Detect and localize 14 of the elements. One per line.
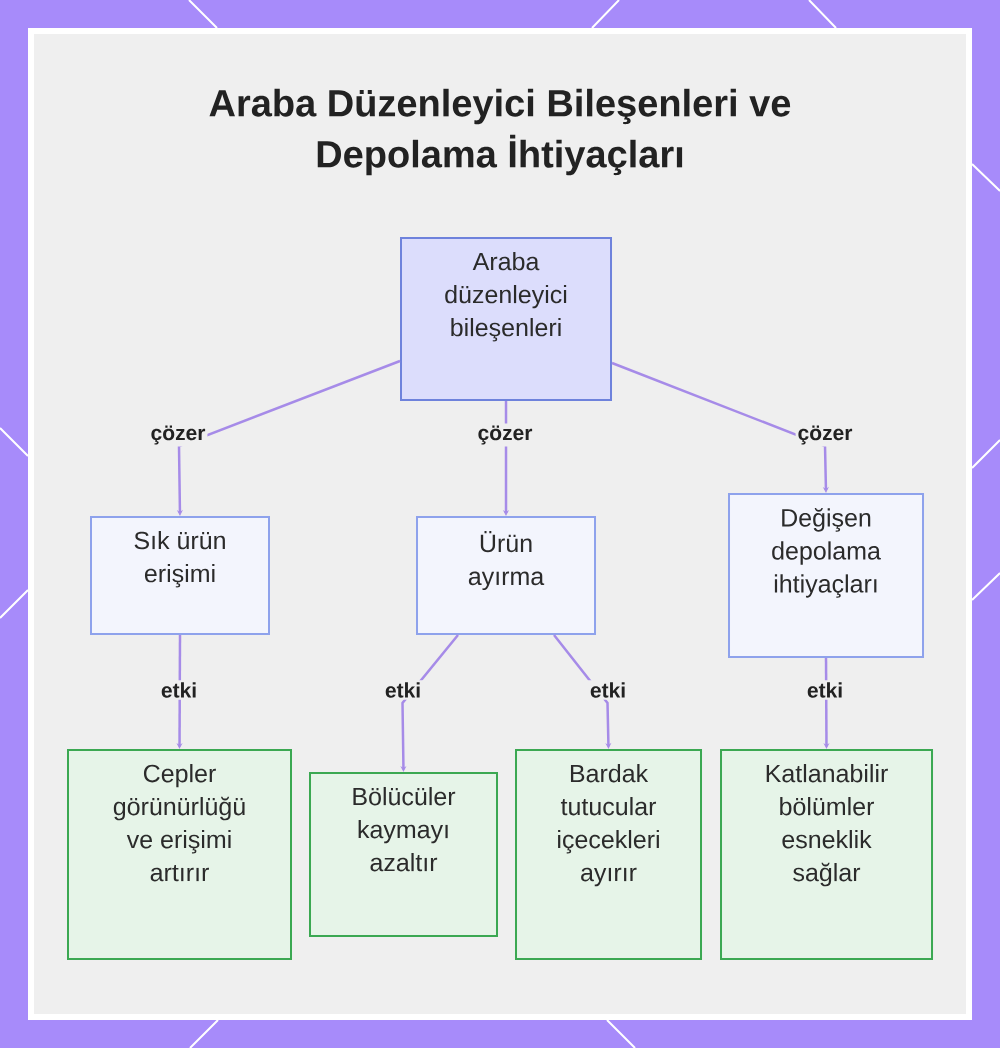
outcome-box: Cepler görünürlüğü ve erişimi artırır (67, 749, 292, 960)
outcome-box: Bölücüler kaymayı azaltır (309, 772, 498, 937)
edge-label: etki (158, 680, 200, 700)
arrow (611, 361, 829, 493)
outcome-box: Bardak tutucular içecekleri ayırır (515, 749, 702, 960)
edge-label: etki (804, 680, 846, 700)
category-box: Ürün ayırma (416, 516, 596, 635)
outcome-box: Katlanabilir bölümler esneklik sağlar (720, 749, 933, 960)
edge-label: etki (587, 680, 629, 700)
edge-label: etki (382, 680, 424, 700)
category-box: Sık ürün erişimi (90, 516, 270, 635)
root-box: Araba düzenleyici bileşenleri (400, 237, 612, 401)
title: Araba Düzenleyici Bileşenleri ve Depolama İhtiyaçları (209, 88, 791, 176)
category-box: Değişen depolama ihtiyaçları (728, 493, 924, 658)
